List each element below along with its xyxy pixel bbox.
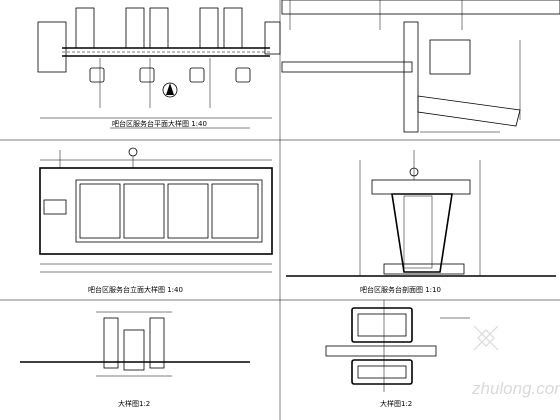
detail-a-drawing: [20, 311, 250, 377]
zhulong-watermark: zhulong.com: [471, 325, 560, 398]
plan-view-caption: 吧台区服务台平面大样图 1:40: [112, 119, 207, 128]
counter-section-caption: 吧台区服务台剖面图 1:10: [360, 285, 441, 294]
plan-view-drawing: [37, 7, 281, 129]
detail-a-caption: 大样图1:2: [118, 399, 150, 408]
detail-b-caption: 大样图1:2: [380, 399, 412, 408]
zhulong-logo-icon: [473, 325, 499, 351]
front-elevation-drawing: [39, 147, 273, 273]
front-elevation-caption: 吧台区服务台立面大样图 1:40: [88, 285, 183, 294]
watermark-text: zhulong.com: [471, 379, 560, 398]
detail-b-drawing: [325, 300, 470, 392]
counter-section-drawing: [286, 150, 556, 277]
ceiling-section-drawing: [281, 0, 560, 133]
